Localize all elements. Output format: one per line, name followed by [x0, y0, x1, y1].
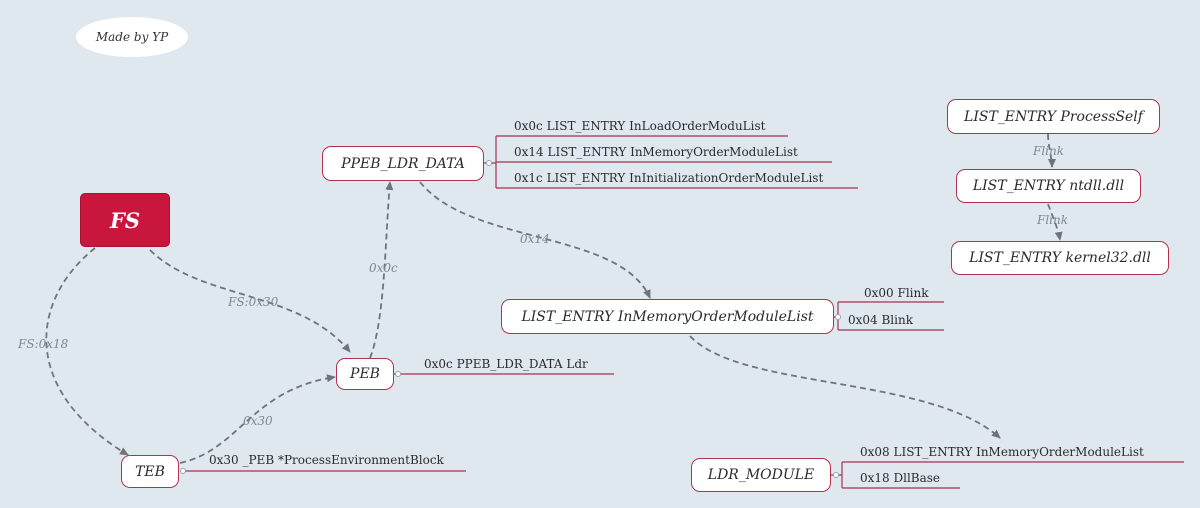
field-ldr-module-0x08: 0x08 LIST_ENTRY InMemoryOrderModuleList [860, 445, 1144, 459]
node-list-entry-ntdll[interactable]: LIST_ENTRY ntdll.dll [956, 169, 1141, 203]
mem-knob [835, 314, 841, 320]
ldr-knob [486, 160, 492, 166]
edge-self-ntdll [1047, 133, 1056, 168]
edge-label-fs-teb: FS:0x18 [18, 337, 69, 351]
teb-knob [180, 468, 186, 474]
field-ppeb-ldr-data-0x1c: 0x1c LIST_ENTRY InInitializationOrderMod… [514, 171, 824, 185]
node-list-entry-inmemoryordermodulelist[interactable]: LIST_ENTRY InMemoryOrderModuleList [501, 299, 834, 334]
edge-label-teb-peb: 0x30 [243, 414, 273, 428]
node-ldr-module[interactable]: LDR_MODULE [691, 458, 831, 492]
node-list-entry-kernel32[interactable]: LIST_ENTRY kernel32.dll [951, 241, 1169, 275]
field-ldr-module-0x18: 0x18 DllBase [860, 471, 941, 485]
node-list-entry-processself[interactable]: LIST_ENTRY ProcessSelf [947, 99, 1160, 134]
field-peb-ldr: 0x0c PPEB_LDR_DATA Ldr [424, 357, 588, 371]
field-ppeb-ldr-data-0x0c: 0x0c LIST_ENTRY InLoadOrderModuList [514, 119, 766, 133]
edge-teb-peb [179, 374, 336, 464]
edge-label-peb-ldr: 0x0c [369, 261, 398, 275]
ldrmodule-knob [833, 472, 839, 478]
field-ppeb-ldr-data-0x14: 0x14 LIST_ENTRY InMemoryOrderModuleList [514, 145, 798, 159]
edge-fs-teb [45, 247, 129, 456]
made-by-badge: Made by YP [76, 17, 188, 57]
node-teb[interactable]: TEB [121, 455, 179, 488]
edge-fs-peb [149, 249, 351, 353]
edge-label-ntdll-kernel32: Flink [1037, 213, 1069, 227]
edge-peb-ldr [369, 181, 394, 359]
edge-mem-ldrmodule [689, 335, 1001, 439]
edge-label-ldr-mem: 0x14 [520, 232, 550, 246]
peb-knob [395, 371, 401, 377]
field-list-entry-flink: 0x00 Flink [864, 286, 929, 300]
edge-label-fs-peb: FS:0x30 [228, 295, 279, 309]
edge-ldr-mem [419, 181, 651, 299]
edge-label-self-ntdll: Flink [1033, 144, 1065, 158]
node-peb[interactable]: PEB [336, 358, 394, 390]
node-fs[interactable]: FS [80, 193, 170, 247]
edge-ntdll-kernel32 [1047, 203, 1063, 241]
field-list-entry-blink: 0x04 Blink [848, 313, 913, 327]
node-ppeb-ldr-data[interactable]: PPEB_LDR_DATA [322, 146, 484, 181]
field-teb-peb: 0x30 _PEB *ProcessEnvironmentBlock [209, 453, 444, 467]
